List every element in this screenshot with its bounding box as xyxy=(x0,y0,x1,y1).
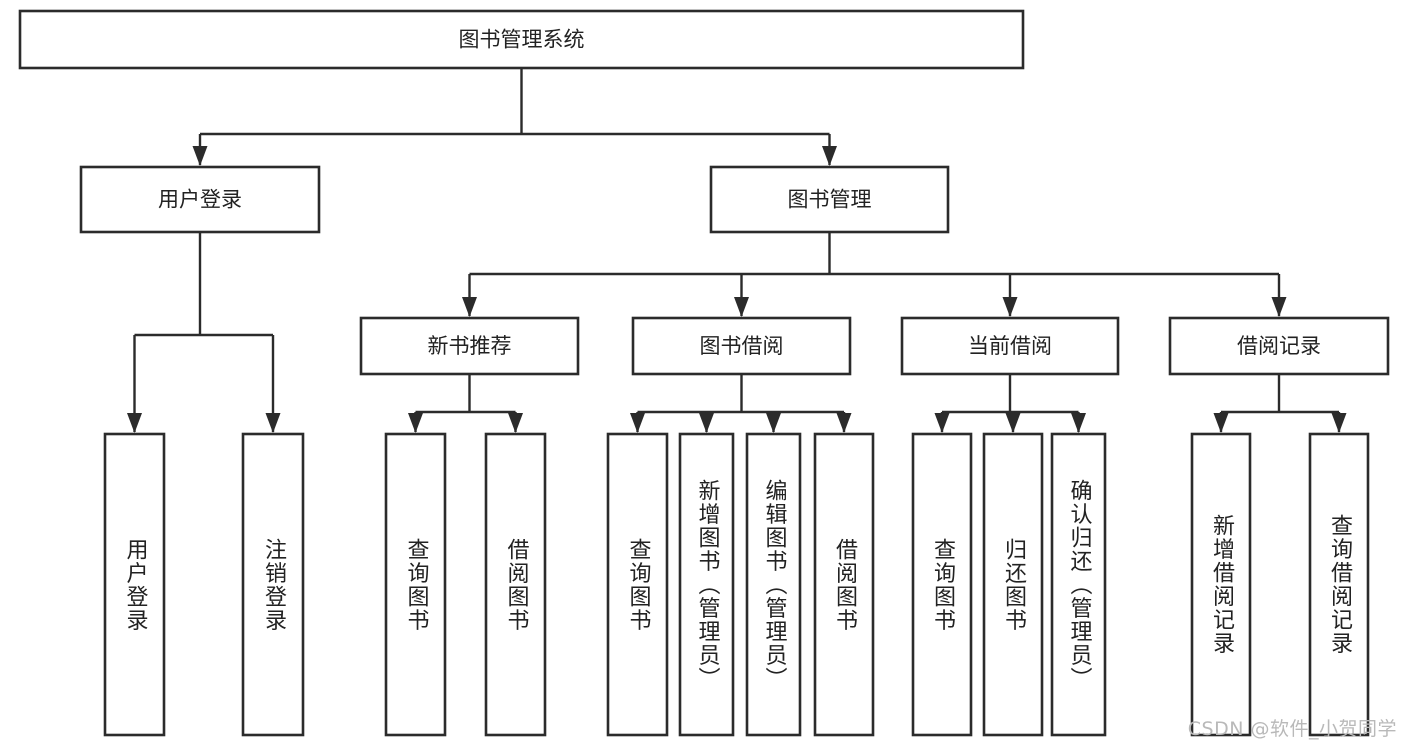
arrow-head-icon-leaf-borrow-book xyxy=(836,413,852,433)
arrow-head-icon-book-manage xyxy=(822,146,837,166)
node-box-leaf-add-book[interactable] xyxy=(678,432,735,737)
node-box-borrow-record[interactable] xyxy=(1168,316,1390,376)
arrow-head-icon-leaf-query-book-borrow xyxy=(630,413,645,433)
node-box-leaf-logout-login[interactable] xyxy=(241,432,305,737)
node-box-book-manage[interactable] xyxy=(709,165,950,234)
node-box-leaf-query-record[interactable] xyxy=(1308,432,1370,737)
node-label-user-login: 用户登录 xyxy=(158,188,242,212)
arrow-head-icon-leaf-borrow-book-new xyxy=(508,413,523,433)
node-box-leaf-query-book-new[interactable] xyxy=(384,432,447,737)
node-box-leaf-borrow-book[interactable] xyxy=(813,432,875,737)
arrow-head-icon-current-borrow xyxy=(1002,297,1018,317)
node-box-leaf-borrow-book-new[interactable] xyxy=(484,432,547,737)
arrow-head-icon-leaf-return-book xyxy=(1005,413,1021,433)
node-box-user-login[interactable] xyxy=(79,165,321,234)
node-label-current-borrow: 当前借阅 xyxy=(968,334,1052,358)
arrow-head-icon-borrow-record xyxy=(1271,297,1287,317)
arrow-head-icon-leaf-user-login xyxy=(127,413,142,433)
node-box-new-book-recommend[interactable] xyxy=(359,316,580,376)
node-box-leaf-edit-book[interactable] xyxy=(745,432,802,737)
node-box-current-borrow[interactable] xyxy=(900,316,1120,376)
arrow-head-icon-leaf-add-book xyxy=(699,413,714,433)
node-label-borrow-record: 借阅记录 xyxy=(1237,334,1321,358)
node-label-book-borrow: 图书借阅 xyxy=(700,334,784,358)
node-root-label: 图书管理系统 xyxy=(459,28,585,52)
node-box-leaf-query-book-cur[interactable] xyxy=(911,432,973,737)
node-box-leaf-return-book[interactable] xyxy=(982,432,1044,737)
arrow-head-icon-leaf-edit-book xyxy=(766,413,781,433)
node-box-leaf-query-book-borrow[interactable] xyxy=(606,432,669,737)
arrow-head-icon-book-borrow xyxy=(734,297,749,317)
node-boxes xyxy=(18,9,1390,737)
watermark-text: CSDN @软件_小贺同学 xyxy=(1187,718,1397,740)
node-root-box[interactable] xyxy=(18,9,1025,70)
arrow-head-icon-leaf-query-book-new xyxy=(408,413,423,433)
node-box-book-borrow[interactable] xyxy=(631,316,852,376)
arrow-head-icon-leaf-logout-login xyxy=(265,413,281,433)
connector-lines xyxy=(127,68,1347,433)
arrow-head-icon-user-login xyxy=(192,146,208,166)
arrow-head-icon-leaf-add-record xyxy=(1213,413,1229,433)
arrow-head-icon-new-book-recommend xyxy=(462,297,477,317)
node-box-leaf-confirm-return[interactable] xyxy=(1050,432,1107,737)
node-box-leaf-user-login[interactable] xyxy=(103,432,166,737)
node-box-leaf-add-record[interactable] xyxy=(1190,432,1252,737)
node-label-new-book-recommend: 新书推荐 xyxy=(428,334,512,358)
arrow-head-icon-leaf-query-record xyxy=(1331,413,1347,433)
arrow-head-icon-leaf-confirm-return xyxy=(1071,413,1086,433)
node-label-book-manage: 图书管理 xyxy=(788,188,872,212)
arrow-head-icon-leaf-query-book-cur xyxy=(934,413,950,433)
